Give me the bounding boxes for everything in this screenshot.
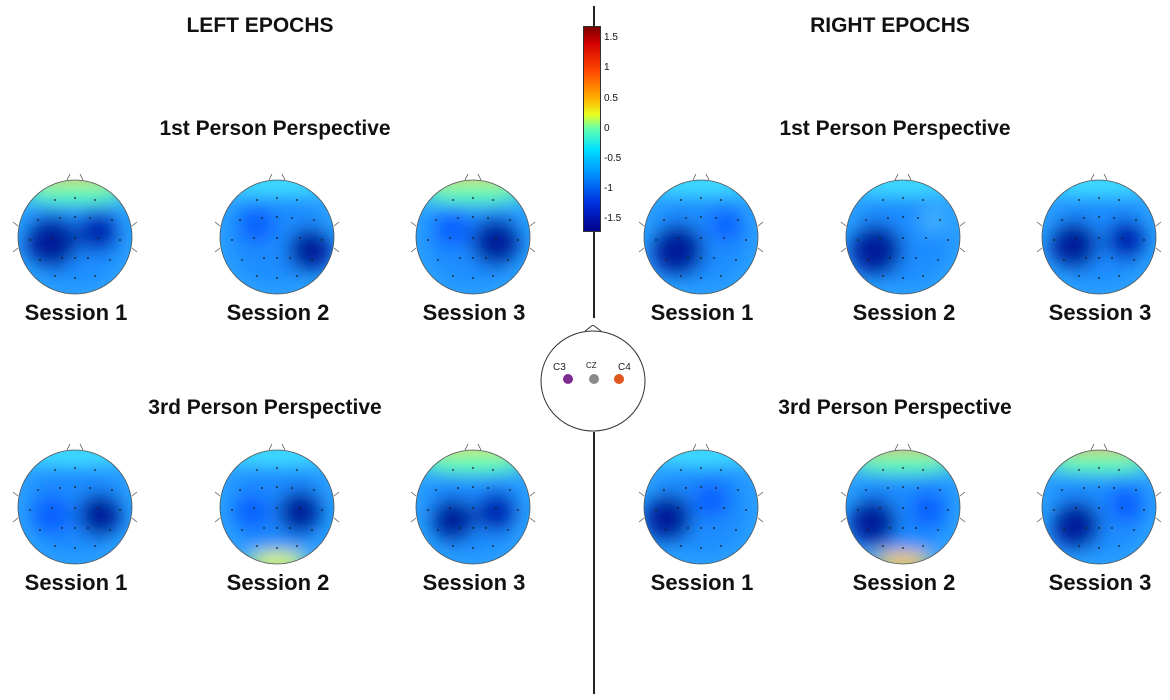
left-first-session-1-label: Session 1 — [24, 300, 128, 325]
right-first-session-2-label: Session 2 — [852, 300, 956, 325]
left-third-session-2-label: Session 2 — [226, 570, 330, 595]
colorbar-tick: -1 — [604, 183, 613, 194]
right-epochs-title: RIGHT EPOCHS — [810, 14, 970, 37]
colorbar-tick: -0.5 — [604, 153, 622, 164]
right-first-person-title: 1st Person Perspective — [779, 117, 1011, 140]
divider-bottom — [593, 432, 595, 694]
right-first-session-1-label: Session 1 — [650, 300, 754, 325]
right-third-session-3-label: Session 3 — [1048, 570, 1152, 595]
topomap-left-first-session-3 — [410, 173, 536, 295]
right-third-person-title: 3rd Person Perspective — [778, 396, 1012, 419]
electrode-reference-head: C3 CZ C4 — [540, 325, 646, 432]
topomap-right-first-session-3 — [1036, 173, 1162, 295]
colorbar-tick: 1.5 — [604, 32, 618, 43]
topomap-left-first-session-2 — [214, 173, 340, 295]
topomap-right-third-session-3 — [1036, 443, 1162, 565]
right-first-session-3-label: Session 3 — [1048, 300, 1152, 325]
colorbar-tick: 0.5 — [604, 93, 618, 104]
right-third-session-1-label: Session 1 — [650, 570, 754, 595]
c3-label: C3 — [553, 362, 566, 373]
colorbar — [583, 26, 601, 232]
colorbar-tick: 1 — [604, 62, 610, 73]
topomap-left-third-session-3 — [410, 443, 536, 565]
topomap-right-third-session-2 — [840, 443, 966, 565]
topomap-left-first-session-1 — [12, 173, 138, 295]
topomap-right-first-session-2 — [840, 173, 966, 295]
left-first-session-3-label: Session 3 — [422, 300, 526, 325]
left-third-session-3-label: Session 3 — [422, 570, 526, 595]
left-first-session-2-label: Session 2 — [226, 300, 330, 325]
topomap-left-third-session-2 — [214, 443, 340, 565]
cz-label: CZ — [586, 361, 597, 370]
left-third-person-title: 3rd Person Perspective — [148, 396, 382, 419]
c4-label: C4 — [618, 362, 631, 373]
c4-electrode — [614, 374, 624, 384]
left-epochs-title: LEFT EPOCHS — [186, 14, 334, 37]
colorbar-tick: -1.5 — [604, 213, 622, 224]
c3-electrode — [563, 374, 573, 384]
colorbar-tick: 0 — [604, 123, 610, 134]
topomap-left-third-session-1 — [12, 443, 138, 565]
topomap-right-first-session-1 — [638, 173, 764, 295]
topomap-right-third-session-1 — [638, 443, 764, 565]
right-third-session-2-label: Session 2 — [852, 570, 956, 595]
cz-electrode — [589, 374, 599, 384]
left-first-person-title: 1st Person Perspective — [159, 117, 391, 140]
left-third-session-1-label: Session 1 — [24, 570, 128, 595]
